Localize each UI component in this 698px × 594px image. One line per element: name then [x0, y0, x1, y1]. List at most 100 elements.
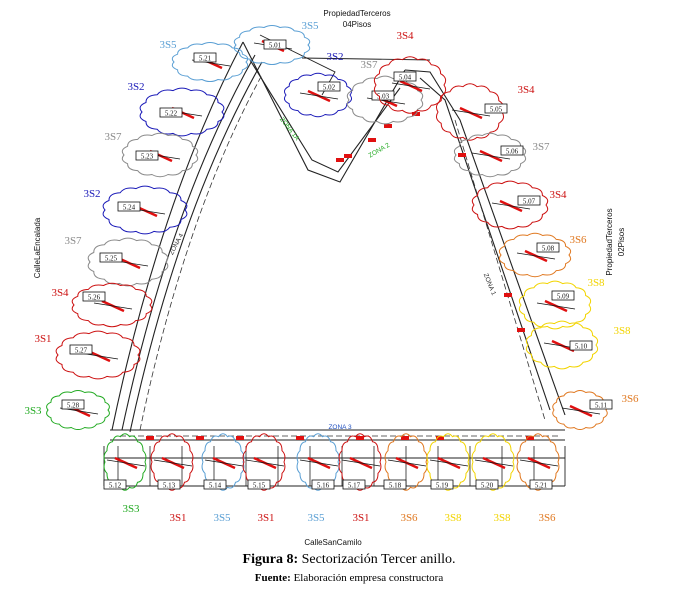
sector-code: 3S8	[493, 512, 511, 524]
pour-joint-mark	[344, 154, 352, 158]
figure-title: Sectorización Tercer anillo.	[298, 552, 456, 567]
measure-box	[263, 39, 287, 50]
measure-value: 5.08	[542, 245, 555, 253]
measure-value: 5.17	[348, 482, 361, 490]
source-caption: Fuente: Elaboración empresa constructora	[0, 572, 698, 584]
sector-code: 3S6	[621, 393, 639, 405]
sector-3s6: 5.11 3S6	[552, 389, 639, 431]
sector-cloud	[426, 433, 470, 491]
sector-code: 3S7	[64, 235, 82, 247]
measure-value: 5.03	[377, 93, 390, 101]
sector-code: 3S6	[538, 512, 556, 524]
sector-code: 3S8	[444, 512, 462, 524]
figure-caption: Figura 8: Sectorización Tercer anillo.	[0, 552, 698, 568]
slab-edge-line	[242, 41, 406, 183]
measure-value: 5.11	[595, 402, 607, 410]
sector-3s2: 5.22 3S2	[127, 81, 225, 137]
sector-cloud	[87, 237, 169, 287]
pour-joint-mark	[517, 328, 525, 332]
sector-code: 3S5	[301, 20, 319, 32]
measure-box	[484, 103, 508, 114]
right-property-label: PropiedadTerceros	[605, 208, 614, 275]
sector-code: 3S4	[549, 189, 567, 201]
pour-joint-mark	[146, 436, 154, 440]
sector-3s5: 5.01 3S5	[233, 20, 319, 66]
measure-value: 5.13	[163, 482, 176, 490]
measure-box	[317, 81, 341, 92]
measure-box	[529, 479, 553, 490]
measure-box	[103, 479, 127, 490]
measure-value: 5.01	[269, 42, 282, 50]
measure-box	[193, 52, 217, 63]
measure-value: 5.21	[535, 482, 548, 490]
zone-label: ZONA 2	[367, 142, 391, 160]
measure-value: 5.22	[165, 110, 178, 118]
figure-label: Figura 8:	[242, 552, 299, 567]
measure-box	[157, 479, 181, 490]
measure-box	[393, 71, 417, 82]
sector-cloud	[121, 132, 199, 178]
sector-code: 3S2	[127, 81, 144, 93]
section-line	[451, 109, 491, 117]
zone-guide-line	[454, 119, 546, 421]
sector-code: 3S3	[24, 405, 42, 417]
sector-cloud	[453, 132, 527, 178]
sector-cloud	[201, 433, 245, 491]
slab-edge-line	[249, 59, 401, 173]
pour-joint-mark	[384, 124, 392, 128]
pour-joint-mark	[458, 153, 466, 157]
sector-cloud	[338, 433, 382, 491]
measure-box	[536, 242, 560, 253]
slab-edge-line	[301, 57, 431, 61]
section-line	[387, 459, 427, 467]
slab-edge-line	[129, 61, 263, 433]
sector-3s1: 5.17 3S1	[338, 433, 382, 524]
sector-cloud	[102, 185, 188, 235]
sector-code: 3S1	[257, 512, 274, 524]
section-line	[106, 459, 146, 467]
measure-value: 5.16	[317, 482, 330, 490]
section-line	[204, 459, 244, 467]
sector-code: 3S4	[396, 30, 414, 42]
measure-value: 5.12	[109, 482, 122, 490]
sector-code: 3S4	[517, 84, 535, 96]
source-label: Fuente:	[254, 572, 291, 584]
sector-cloud	[471, 433, 515, 491]
sector-cloud	[46, 389, 110, 431]
pour-joint-mark	[504, 293, 512, 297]
slab-edge-line	[404, 69, 566, 416]
section-line	[471, 152, 511, 160]
measure-box	[159, 107, 183, 118]
sector-code: 3S8	[613, 325, 631, 337]
measure-box	[342, 479, 366, 490]
section-line	[341, 459, 381, 467]
sector-cloud	[498, 232, 572, 278]
section-line	[299, 92, 339, 100]
sector-cloud	[518, 280, 592, 330]
sector-cloud	[283, 72, 353, 118]
measure-value: 5.24	[123, 204, 136, 212]
measure-box	[430, 479, 454, 490]
measure-box	[247, 479, 271, 490]
measure-box	[371, 90, 395, 101]
measure-value: 5.19	[436, 482, 449, 490]
sector-cloud	[552, 389, 608, 431]
measure-box	[475, 479, 499, 490]
measure-value: 5.10	[575, 343, 588, 351]
sector-code: 3S6	[400, 512, 418, 524]
pour-joint-mark	[336, 158, 344, 162]
sector-code: 3S1	[352, 512, 369, 524]
pour-joint-mark	[436, 436, 444, 440]
measure-value: 5.07	[523, 198, 536, 206]
sector-cloud	[150, 433, 194, 491]
sector-cloud	[55, 330, 141, 380]
section-line	[93, 302, 133, 310]
zone-label: ZONA 1A	[278, 116, 301, 142]
measure-box	[569, 340, 593, 351]
